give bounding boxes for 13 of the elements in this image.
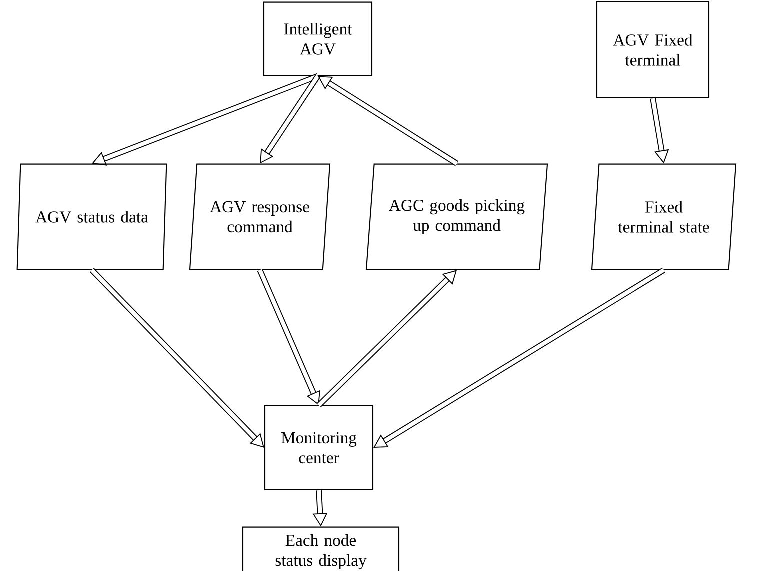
data-parallelogram: AGV status data	[16, 164, 168, 270]
process-box: Monitoring center	[264, 405, 374, 491]
data-parallelogram: Fixed terminal state	[591, 164, 737, 270]
arrow	[90, 268, 264, 448]
arrow	[374, 268, 666, 448]
arrow	[92, 73, 320, 166]
arrow	[257, 269, 320, 406]
process-box: AGV Fixed terminal	[596, 1, 710, 99]
data-parallelogram: AGV response command	[189, 164, 331, 270]
process-box: Intelligent AGV	[263, 2, 373, 76]
process-box: Each node status display	[242, 526, 400, 571]
data-parallelogram: AGC goods picking up command	[366, 164, 548, 270]
arrow	[318, 76, 459, 166]
